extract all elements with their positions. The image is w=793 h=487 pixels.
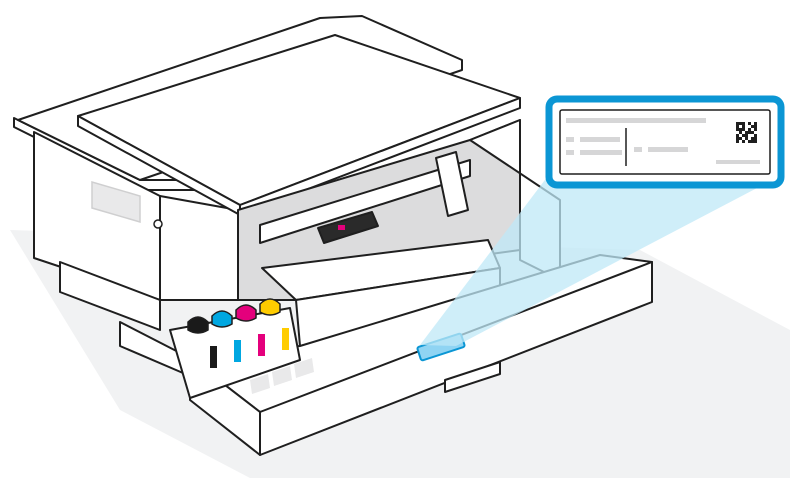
ink-window-black [210,346,217,368]
label-sticker [559,109,771,175]
ink-cap-cyan [211,310,233,328]
scanner-lid [77,34,521,216]
ink-cap-magenta [235,304,257,322]
ink-window-magenta [258,334,265,356]
label-text-lines [566,118,760,164]
ink-tank-unit [169,298,314,399]
callout-beam [420,160,776,346]
control-panel [91,181,163,229]
ink-cap-yellow [259,298,281,316]
ink-level-windows [250,358,314,394]
ink-window-yellow [282,328,289,350]
product-label-callout [545,95,785,189]
ink-window-cyan [234,340,241,362]
ink-cap-black [187,316,209,334]
power-button [153,219,163,229]
qr-code-icon [736,122,757,143]
